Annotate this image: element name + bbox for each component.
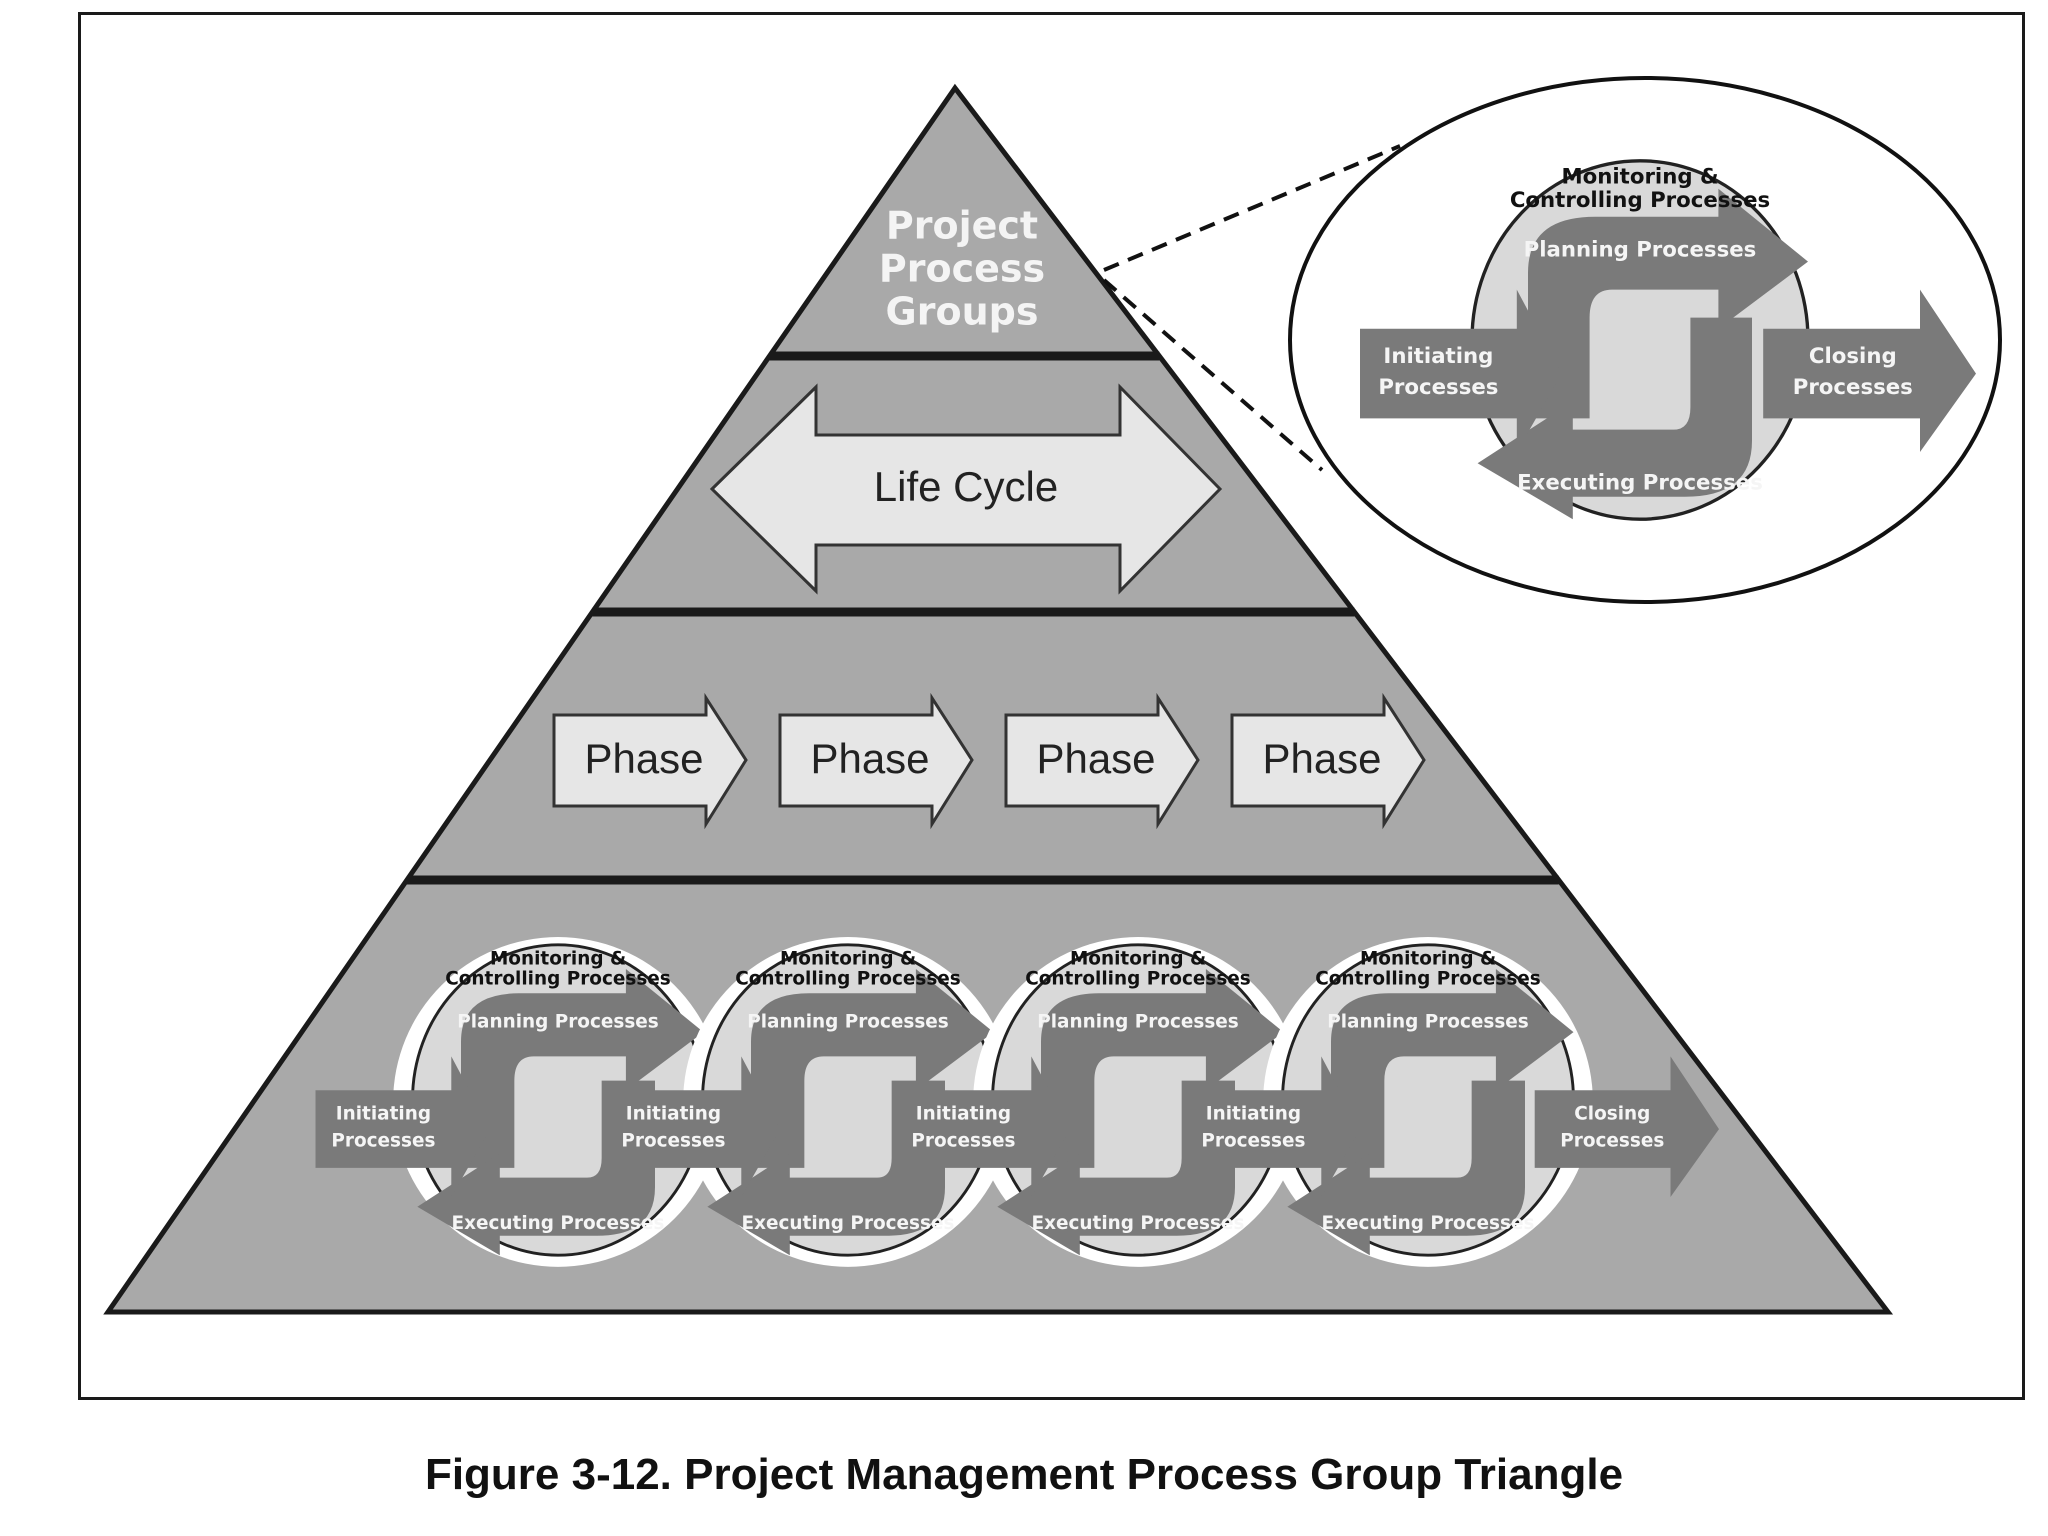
initiating-arrow <box>1185 1056 1361 1197</box>
monitoring-label: Monitoring & <box>1561 165 1718 190</box>
monitoring-label: Controlling Processes <box>1315 969 1541 990</box>
process-cycle: Monitoring &Controlling ProcessesPlannin… <box>1360 159 1976 521</box>
closing-label: Closing <box>1574 1104 1650 1125</box>
executing-arrow <box>1477 317 1752 520</box>
monitoring-label: Controlling Processes <box>735 969 961 990</box>
initiating-label: Initiating <box>336 1104 431 1125</box>
closing-label: Processes <box>1793 375 1913 400</box>
executing-label: Executing Processes <box>1322 1213 1535 1234</box>
planning-arrow <box>1041 969 1284 1168</box>
phase-label: Phase <box>810 735 929 782</box>
zoom-connector-line <box>1103 144 1401 272</box>
planning-label: Planning Processes <box>1037 1011 1239 1032</box>
closing-arrow <box>1534 1056 1719 1197</box>
initiating-arrow <box>605 1056 781 1197</box>
phase-label: Phase <box>1036 735 1155 782</box>
planning-arrow <box>1331 969 1574 1168</box>
executing-arrow <box>417 1080 655 1256</box>
apex-label-line: Project <box>886 204 1038 248</box>
planning-arrow <box>751 969 994 1168</box>
initiating-label: Processes <box>621 1131 725 1152</box>
initiating-label: Processes <box>1201 1131 1305 1152</box>
planning-label: Planning Processes <box>747 1011 949 1032</box>
phase-arrow <box>552 692 748 830</box>
monitoring-label: Monitoring & <box>780 948 916 969</box>
monitoring-label: Controlling Processes <box>1025 969 1251 990</box>
phase-label: Phase <box>584 735 703 782</box>
executing-arrow <box>707 1080 945 1256</box>
planning-arrow <box>1528 188 1808 419</box>
monitoring-label: Monitoring & <box>1070 948 1206 969</box>
initiating-label: Initiating <box>626 1104 721 1125</box>
phase-label: Phase <box>1262 735 1381 782</box>
initiating-arrow <box>895 1056 1071 1197</box>
apex-label-line: Groups <box>886 290 1039 334</box>
planning-label: Planning Processes <box>1524 237 1757 262</box>
process-cycles-band: Monitoring &Controlling ProcessesPlannin… <box>315 937 1719 1267</box>
phase-arrow <box>1230 692 1426 830</box>
phase-band: Phase Phase Phase Phase <box>552 692 1426 830</box>
monitoring-label: Controlling Processes <box>1510 188 1770 213</box>
initiating-label: Processes <box>331 1131 435 1152</box>
executing-label: Executing Processes <box>742 1213 955 1234</box>
life-cycle-label: Life Cycle <box>874 463 1058 510</box>
monitoring-label: Controlling Processes <box>445 969 671 990</box>
initiating-label: Initiating <box>1383 344 1493 369</box>
planning-arrow <box>461 969 704 1168</box>
zoom-connector-line <box>1102 278 1324 472</box>
executing-label: Executing Processes <box>1032 1213 1245 1234</box>
closing-label: Processes <box>1560 1131 1664 1152</box>
life-cycle-band: Life Cycle <box>709 383 1223 595</box>
monitoring-label: Monitoring & <box>490 948 626 969</box>
executing-arrow <box>1287 1080 1525 1256</box>
planning-label: Planning Processes <box>457 1011 659 1032</box>
apex-label-line: Process <box>879 247 1045 291</box>
figure-caption: Figure 3-12. Project Management Process … <box>424 1450 1624 1499</box>
planning-label: Planning Processes <box>1327 1011 1529 1032</box>
initiating-arrow <box>1360 289 1562 452</box>
zoomed-process-cycle: Monitoring &Controlling ProcessesPlannin… <box>1102 76 2002 604</box>
life-cycle-arrow <box>709 383 1223 595</box>
process-cycle: Monitoring &Controlling ProcessesPlannin… <box>895 937 1303 1267</box>
initiating-arrow <box>315 1056 491 1197</box>
process-cycle: Monitoring &Controlling ProcessesPlannin… <box>315 937 723 1267</box>
initiating-label: Processes <box>1378 375 1498 400</box>
executing-arrow <box>997 1080 1235 1256</box>
process-cycle: Monitoring &Controlling ProcessesPlannin… <box>1185 937 1719 1267</box>
monitoring-label: Monitoring & <box>1360 948 1496 969</box>
initiating-label: Processes <box>911 1131 1015 1152</box>
closing-label: Closing <box>1809 344 1897 369</box>
executing-label: Executing Processes <box>1517 470 1763 495</box>
initiating-label: Initiating <box>916 1104 1011 1125</box>
executing-label: Executing Processes <box>452 1213 665 1234</box>
closing-arrow <box>1763 289 1976 452</box>
phase-arrow <box>1004 692 1200 830</box>
phase-arrow <box>778 692 974 830</box>
initiating-label: Initiating <box>1206 1104 1301 1125</box>
process-cycle: Monitoring &Controlling ProcessesPlannin… <box>605 937 1013 1267</box>
